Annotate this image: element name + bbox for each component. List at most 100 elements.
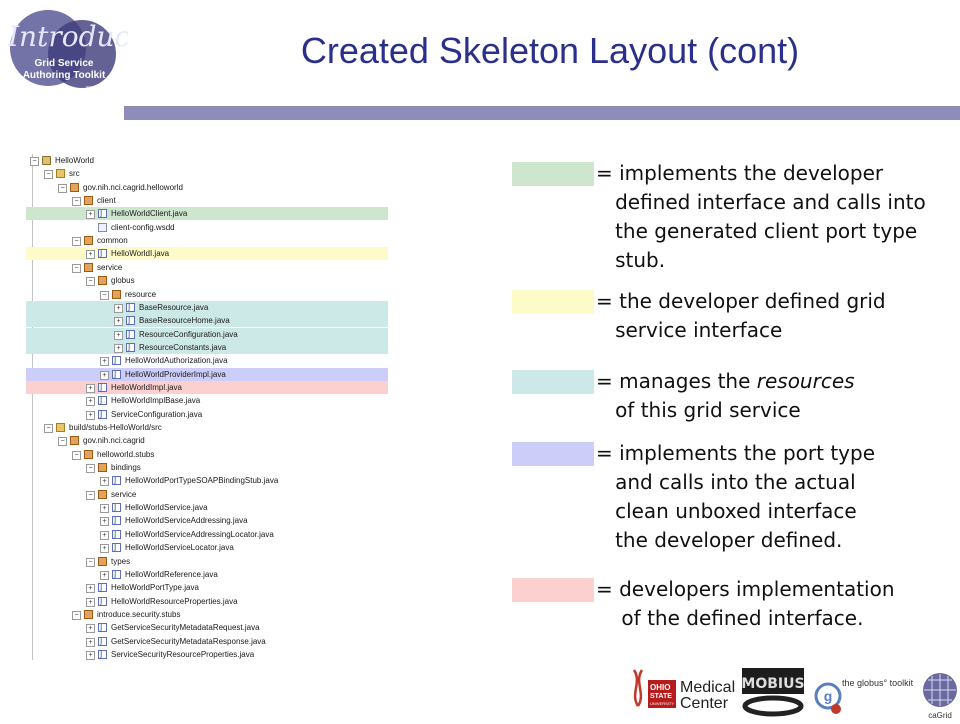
collapse-icon[interactable]: − bbox=[72, 450, 81, 460]
tree-row-label: src bbox=[69, 169, 80, 179]
tree-row[interactable]: −introduce.security.stubs bbox=[26, 608, 388, 621]
expand-icon[interactable]: + bbox=[86, 650, 95, 660]
footer-logos: OHIO STATE UNIVERSITY Medical Center MOB… bbox=[628, 664, 960, 720]
collapse-icon[interactable]: − bbox=[72, 237, 81, 247]
tree-row[interactable]: +HelloWorldPortTypeSOAPBindingStub.java bbox=[26, 474, 388, 487]
expand-icon[interactable]: + bbox=[86, 624, 95, 634]
collapse-icon[interactable]: − bbox=[72, 197, 81, 207]
expand-icon[interactable]: + bbox=[100, 504, 109, 514]
legend-line: and calls into the actual bbox=[596, 470, 856, 494]
slide-title: Created Skeleton Layout (cont) bbox=[300, 30, 800, 71]
legend-line: of this grid service bbox=[596, 398, 801, 422]
tree-row[interactable]: − bindings bbox=[26, 461, 388, 474]
expand-icon[interactable]: + bbox=[86, 383, 95, 393]
mobius-text: MOBIUS bbox=[741, 676, 804, 692]
tree-row-label: GetServiceSecurityMetadataRequest.java bbox=[111, 623, 260, 633]
collapse-icon[interactable]: − bbox=[86, 464, 95, 474]
tree-row[interactable]: −helloworld.stubs bbox=[26, 448, 388, 461]
collapse-icon[interactable]: − bbox=[58, 437, 67, 447]
logo-title: Introduce bbox=[7, 20, 128, 53]
collapse-icon[interactable]: − bbox=[86, 490, 95, 500]
tree-row[interactable]: +ResourceConfiguration.java bbox=[26, 327, 388, 341]
java-icon bbox=[112, 501, 121, 514]
tree-row[interactable]: +HelloWorldImpl.java bbox=[26, 380, 388, 394]
expand-icon[interactable]: + bbox=[100, 357, 109, 367]
collapse-icon[interactable]: − bbox=[44, 170, 53, 180]
collapse-icon[interactable]: − bbox=[86, 557, 95, 567]
tree-row-label: bindings bbox=[111, 463, 141, 473]
tree-row[interactable]: +HelloWorldAuthorization.java bbox=[26, 354, 388, 367]
java-icon bbox=[112, 568, 121, 581]
legend-line: stub. bbox=[596, 248, 666, 272]
legend-text-yellow: = the developer defined grid service int… bbox=[596, 287, 886, 345]
expand-icon[interactable]: + bbox=[86, 210, 95, 220]
pkg-icon bbox=[70, 436, 79, 446]
expand-icon[interactable]: + bbox=[114, 343, 123, 353]
tree-row[interactable]: −build/stubs-HelloWorld/src bbox=[26, 421, 388, 434]
expand-icon[interactable]: + bbox=[100, 517, 109, 527]
tree-row[interactable]: +HelloWorldResourceProperties.java bbox=[26, 595, 388, 608]
tree-row[interactable]: −HelloWorld bbox=[26, 154, 388, 167]
tree-row[interactable]: −types bbox=[26, 555, 388, 568]
tree-row[interactable]: +HelloWorldProviderImpl.java bbox=[26, 367, 388, 381]
tree-row[interactable]: +ResourceConstants.java bbox=[26, 340, 388, 354]
tree-row[interactable]: +HelloWorldServiceAddressing.java bbox=[26, 514, 388, 527]
tree-row[interactable]: + HelloWorldI.java bbox=[26, 247, 388, 261]
expand-icon[interactable]: + bbox=[114, 330, 123, 340]
tree-row[interactable]: +BaseResource.java bbox=[26, 300, 388, 314]
tree-row[interactable]: −gov.nih.nci.cagrid.helloworld bbox=[26, 181, 388, 194]
expand-icon[interactable]: + bbox=[114, 303, 123, 313]
expand-icon[interactable]: + bbox=[86, 584, 95, 594]
tree-row[interactable]: − service bbox=[26, 488, 388, 501]
expand-icon[interactable]: + bbox=[86, 597, 95, 607]
collapse-icon[interactable]: − bbox=[44, 424, 53, 433]
tree-row-label: service bbox=[111, 489, 137, 499]
tree-row[interactable]: +BaseResourceHome.java bbox=[26, 314, 388, 328]
expand-icon[interactable]: + bbox=[86, 250, 95, 260]
tree-row[interactable]: −service bbox=[26, 261, 388, 274]
svg-text:g: g bbox=[824, 688, 833, 704]
expand-icon[interactable]: + bbox=[114, 317, 123, 327]
expand-icon[interactable]: + bbox=[100, 530, 109, 540]
tree-row[interactable]: client-config.wsdd bbox=[26, 221, 388, 234]
tree-row[interactable]: +HelloWorldPortType.java bbox=[26, 581, 388, 594]
expand-icon[interactable]: + bbox=[86, 637, 95, 647]
tree-row-label: resource bbox=[125, 289, 157, 299]
tree-row[interactable]: − gov.nih.nci.cagrid bbox=[26, 434, 388, 447]
tree-row[interactable]: − src bbox=[26, 167, 388, 180]
tree-row[interactable]: +HelloWorldServiceAddressingLocator.java bbox=[26, 528, 388, 541]
tree-row[interactable]: +HelloWorldReference.java bbox=[26, 568, 388, 581]
expand-icon[interactable]: + bbox=[100, 544, 109, 554]
java-icon bbox=[126, 328, 135, 341]
tree-row[interactable]: −globus bbox=[26, 274, 388, 287]
legend-swatch-green bbox=[512, 162, 594, 186]
tree-row-label: gov.nih.nci.cagrid bbox=[83, 436, 145, 446]
tree-row[interactable]: +HelloWorldService.java bbox=[26, 501, 388, 514]
expand-icon[interactable]: + bbox=[86, 410, 95, 420]
collapse-icon[interactable]: − bbox=[72, 263, 81, 273]
expand-icon[interactable]: + bbox=[100, 370, 109, 380]
ohio-text-3: UNIVERSITY bbox=[650, 701, 674, 706]
collapse-icon[interactable]: − bbox=[58, 183, 67, 193]
tree-row[interactable]: +GetServiceSecurityMetadataResponse.java bbox=[26, 635, 388, 648]
expand-icon[interactable]: + bbox=[86, 397, 95, 407]
java-icon bbox=[98, 247, 107, 260]
tree-row[interactable]: +HelloWorldImplBase.java bbox=[26, 394, 388, 407]
collapse-icon[interactable]: − bbox=[100, 290, 109, 300]
collapse-icon[interactable]: − bbox=[86, 277, 95, 287]
mobius-block-icon bbox=[742, 668, 804, 694]
collapse-icon[interactable]: − bbox=[30, 157, 39, 166]
tree-row[interactable]: +HelloWorldServiceLocator.java bbox=[26, 541, 388, 554]
tree-row[interactable]: + GetServiceSecurityMetadataRequest.java bbox=[26, 621, 388, 634]
tree-row[interactable]: +ServiceConfiguration.java bbox=[26, 408, 388, 421]
collapse-icon[interactable]: − bbox=[72, 610, 81, 620]
tree-row[interactable]: −client bbox=[26, 194, 388, 207]
tree-row-label: HelloWorldI.java bbox=[111, 249, 170, 259]
tree-row[interactable]: +HelloWorldClient.java bbox=[26, 207, 388, 221]
tree-row[interactable]: +ServiceSecurityResourceProperties.java bbox=[26, 648, 388, 661]
tree-row[interactable]: −common bbox=[26, 234, 388, 247]
java-icon bbox=[112, 528, 121, 541]
expand-icon[interactable]: + bbox=[100, 570, 109, 580]
expand-icon[interactable]: + bbox=[100, 477, 109, 487]
tree-row[interactable]: − resource bbox=[26, 288, 388, 301]
